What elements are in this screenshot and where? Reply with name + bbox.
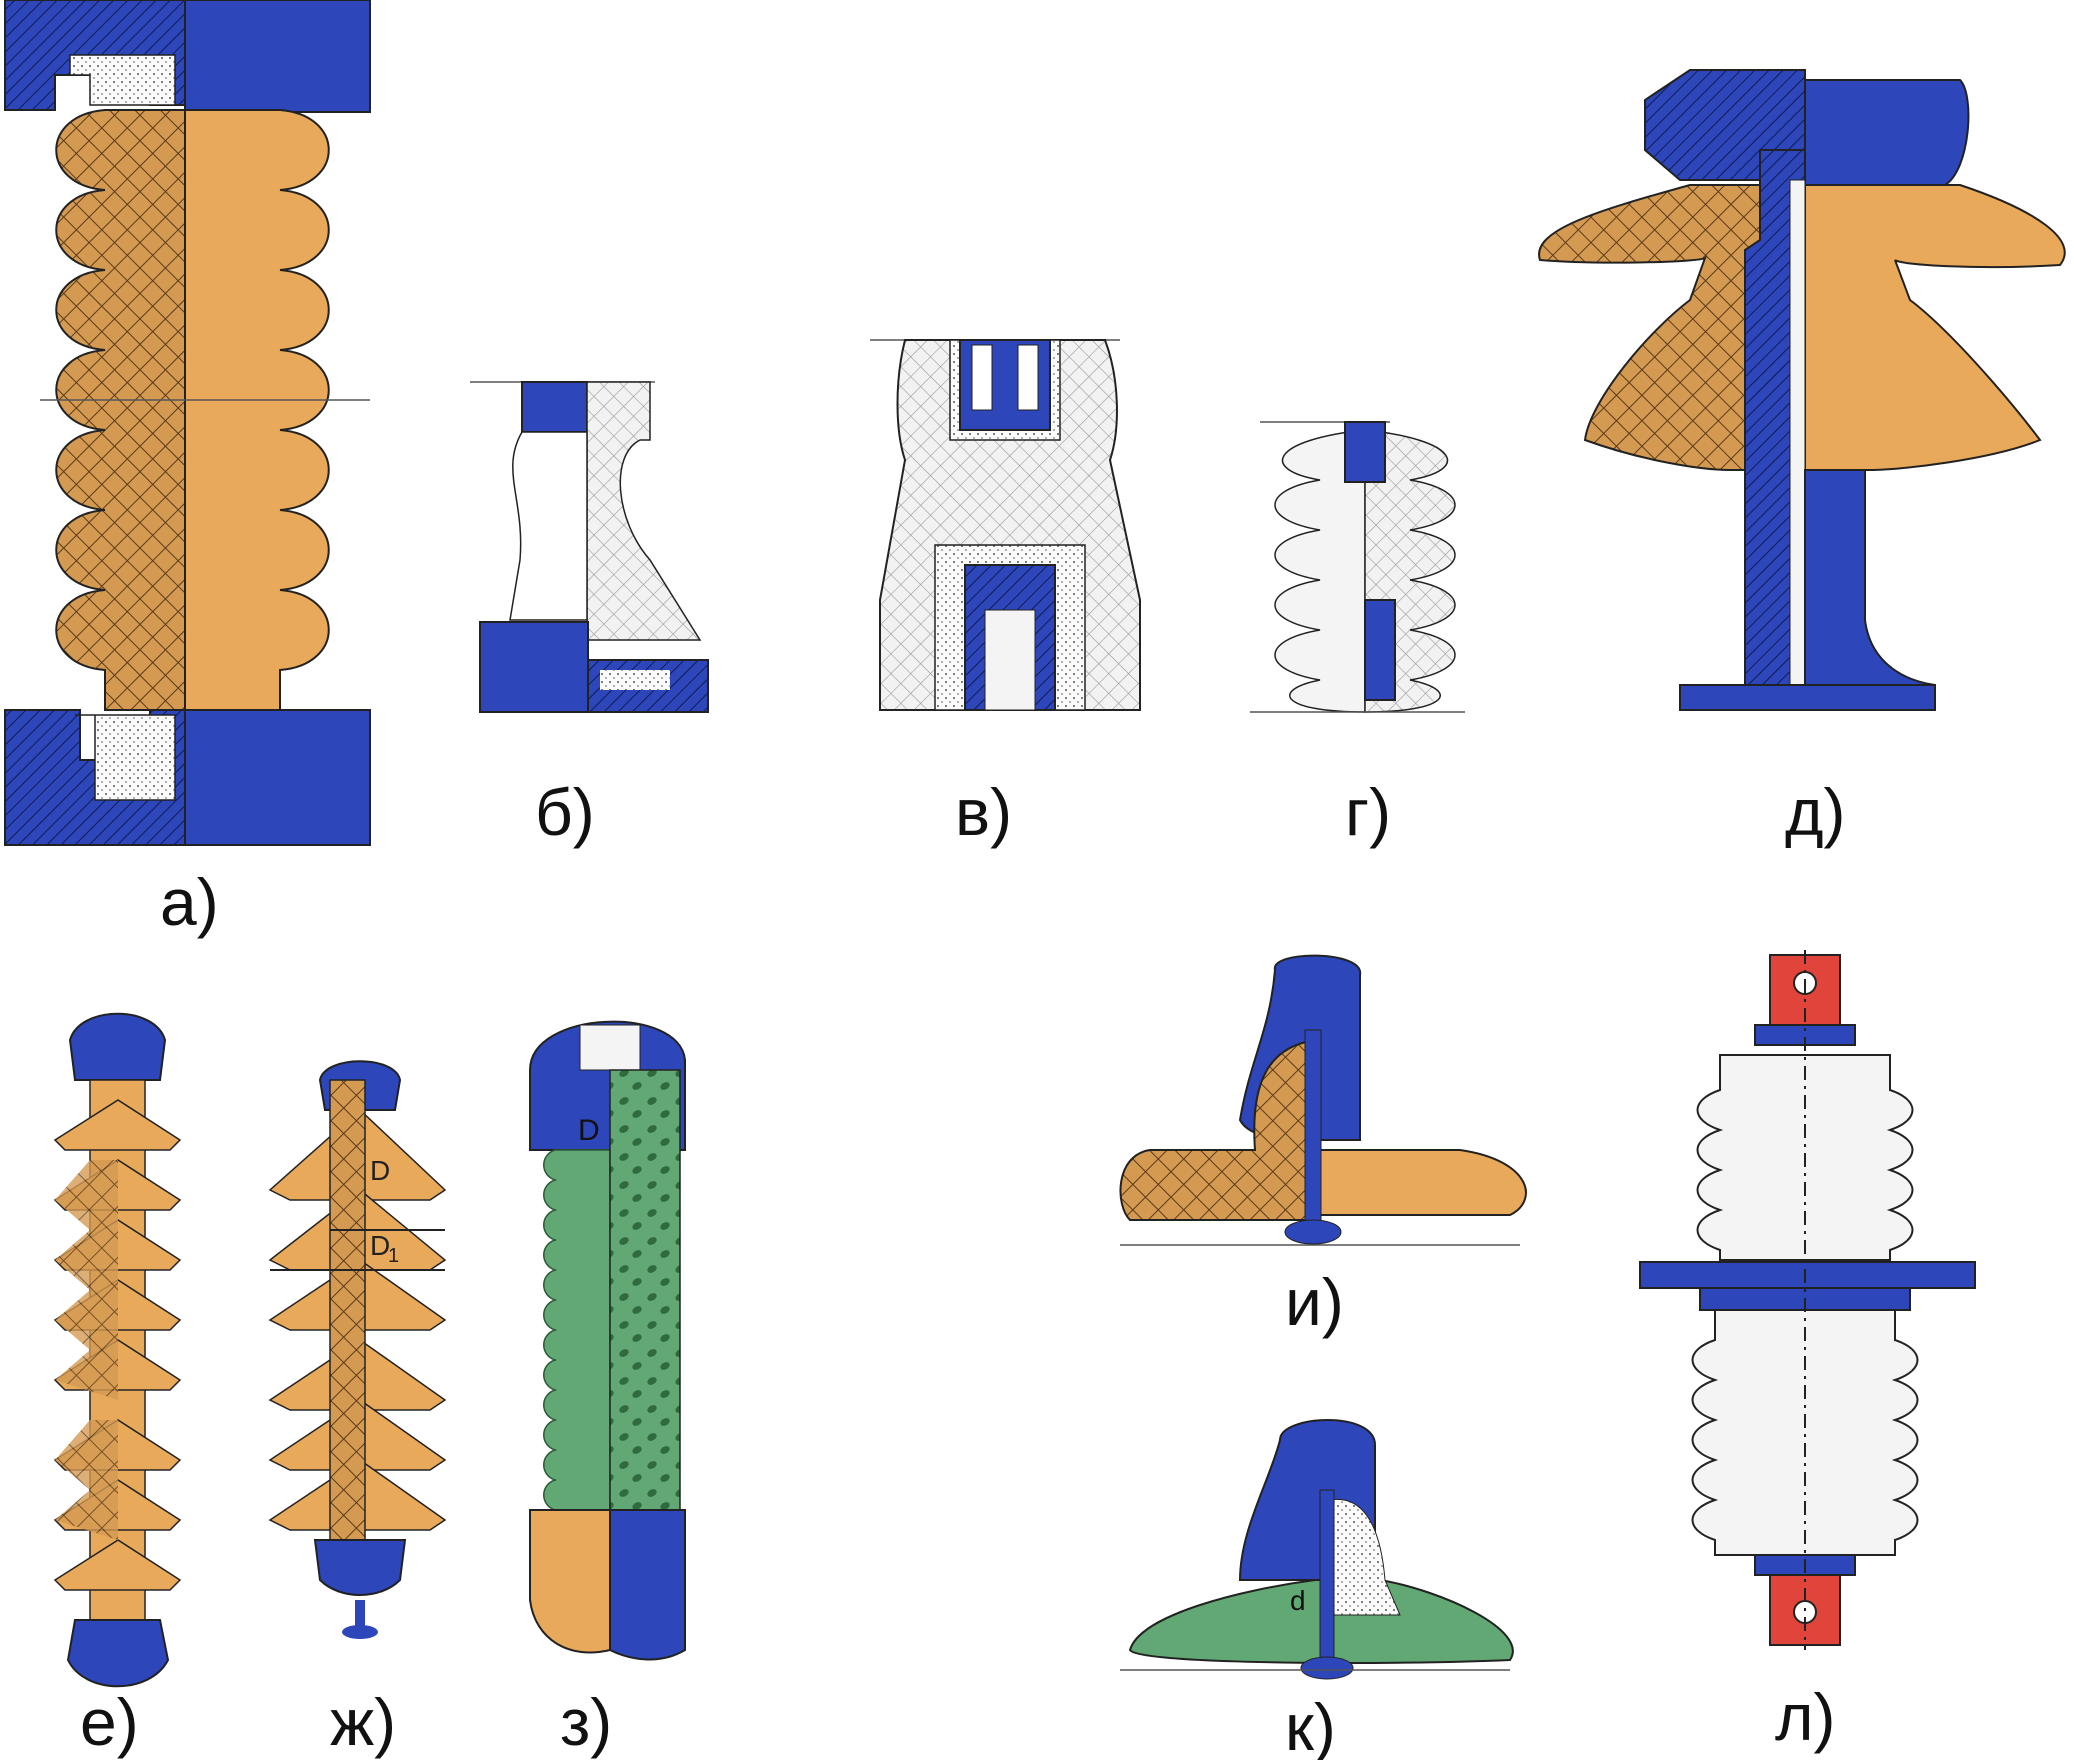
- polymer-sheds: [543, 1149, 611, 1511]
- porcelain-dielectric-left: [1119, 1038, 1319, 1221]
- pin: [1304, 1029, 1322, 1231]
- insulator-k: d к): [1120, 1419, 1514, 1760]
- bottom-flange: [184, 709, 371, 846]
- bottom-cap: [313, 1539, 407, 1596]
- insulator-z: D з): [529, 1020, 686, 1759]
- top-fitting: [1344, 421, 1386, 483]
- base-plate: [1679, 684, 1936, 711]
- porcelain-dielectric-right: [1317, 1149, 1527, 1216]
- top-flange: [184, 0, 371, 113]
- label-a: а): [160, 865, 219, 939]
- insulator-l: л): [1639, 950, 1976, 1754]
- insulator-a: а): [4, 0, 371, 939]
- dim-D1: D: [370, 1230, 390, 1261]
- insulator-d: д): [1538, 69, 2066, 849]
- label-zh: ж): [330, 1685, 396, 1759]
- label-v: в): [955, 775, 1012, 849]
- base: [479, 621, 589, 713]
- bottom-fitting: [1364, 599, 1396, 701]
- insulator-v: в): [870, 339, 1141, 849]
- dim-d: d: [1290, 1585, 1306, 1616]
- label-g: г): [1345, 775, 1391, 849]
- bottom-cap: [66, 1619, 170, 1688]
- pin: [1804, 469, 1936, 711]
- core-rod: [329, 1079, 366, 1561]
- mounting-flange: [1639, 1261, 1976, 1289]
- cap: [1804, 79, 1970, 186]
- label-k: к): [1285, 1690, 1336, 1760]
- core: [609, 1069, 681, 1591]
- label-d: д): [1785, 775, 1846, 849]
- label-i: и): [1285, 1265, 1344, 1339]
- lower-housing: [1691, 1309, 1919, 1556]
- top-cap: [68, 1012, 167, 1081]
- label-l: л): [1775, 1680, 1836, 1754]
- cap: [521, 381, 588, 433]
- pin: [1319, 1489, 1335, 1666]
- insulator-i: и): [1119, 954, 1527, 1339]
- dim-D: D: [578, 1114, 600, 1147]
- bottom-fitting: [609, 1509, 686, 1661]
- insulator-e: е): [53, 1012, 182, 1759]
- bottom-fitting-porcelain: [529, 1509, 611, 1654]
- label-b: б): [535, 775, 595, 849]
- insulator-b: б): [470, 381, 709, 849]
- dim-D1-sub: 1: [388, 1245, 399, 1267]
- dim-D: D: [370, 1155, 390, 1186]
- label-z: з): [560, 1685, 612, 1759]
- insulator-g: г): [1250, 421, 1465, 849]
- label-e: е): [80, 1685, 139, 1759]
- insulator-zh: D D 1 ж): [268, 1060, 447, 1759]
- porcelain-sheds: [55, 109, 330, 711]
